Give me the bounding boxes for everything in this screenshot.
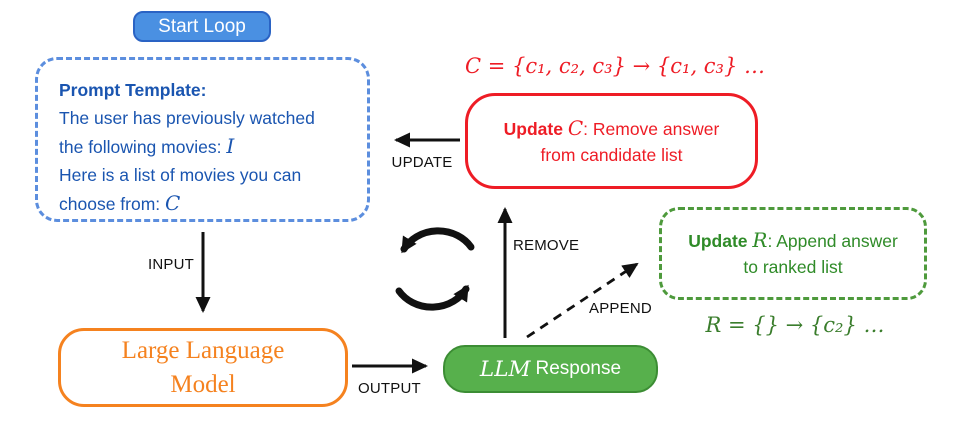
llm-response-label: Response (535, 358, 622, 379)
math-var-C: C (165, 191, 181, 215)
start-loop-label: Start Loop (158, 15, 246, 37)
update-arrow-label: UPDATE (391, 154, 453, 171)
prompt-template-box: Prompt Template: The user has previously… (35, 57, 370, 222)
update-candidate-box: Update C: Remove answer from candidate l… (465, 93, 758, 189)
prompt-line-4: choose from: C (59, 189, 357, 218)
candidate-set-equation: C = {c₁, c₂, c₃} → {c₁, c₃} … (464, 54, 766, 78)
update-candidate-text: Update C: Remove answer from candidate l… (498, 115, 726, 168)
input-arrow-label: INPUT (148, 256, 194, 273)
cycle-refresh-icon (395, 227, 475, 311)
large-language-model-box: Large Language Model (58, 328, 348, 407)
update-c-rest: : Remove answer from candidate list (540, 118, 720, 165)
prompt-line-3: Here is a list of movies you can (59, 165, 302, 185)
math-var-R: R (752, 228, 768, 252)
update-ranked-box: Update R: Append answer to ranked list (659, 207, 927, 300)
llm-response-italic: LLM (479, 356, 531, 382)
prompt-line-2: the following movies: I (59, 132, 357, 161)
prompt-line-4-text: choose from: (59, 194, 166, 214)
update-r-bold: Update (688, 231, 753, 251)
output-arrow-label: OUTPUT (358, 380, 421, 397)
start-loop-button: Start Loop (133, 11, 271, 42)
append-arrow-label: APPEND (589, 300, 652, 317)
remove-arrow-label: REMOVE (513, 237, 580, 254)
prompt-title: Prompt Template: (59, 80, 207, 100)
ranked-list-equation: R = {} → {c₂} … (705, 313, 885, 337)
large-language-model-label: Large Language Model (121, 336, 285, 398)
prompt-line-2-text: the following movies: (59, 137, 227, 157)
prompt-line-1: The user has previously watched (59, 108, 315, 128)
update-ranked-text: Update R: Append answer to ranked list (685, 227, 901, 280)
math-var-I: I (226, 134, 235, 158)
update-r-rest: : Append answer to ranked list (743, 231, 898, 277)
llm-response-box: LLM Response (443, 345, 658, 393)
update-c-bold: Update (503, 118, 568, 139)
math-var-C-red: C (567, 115, 584, 140)
